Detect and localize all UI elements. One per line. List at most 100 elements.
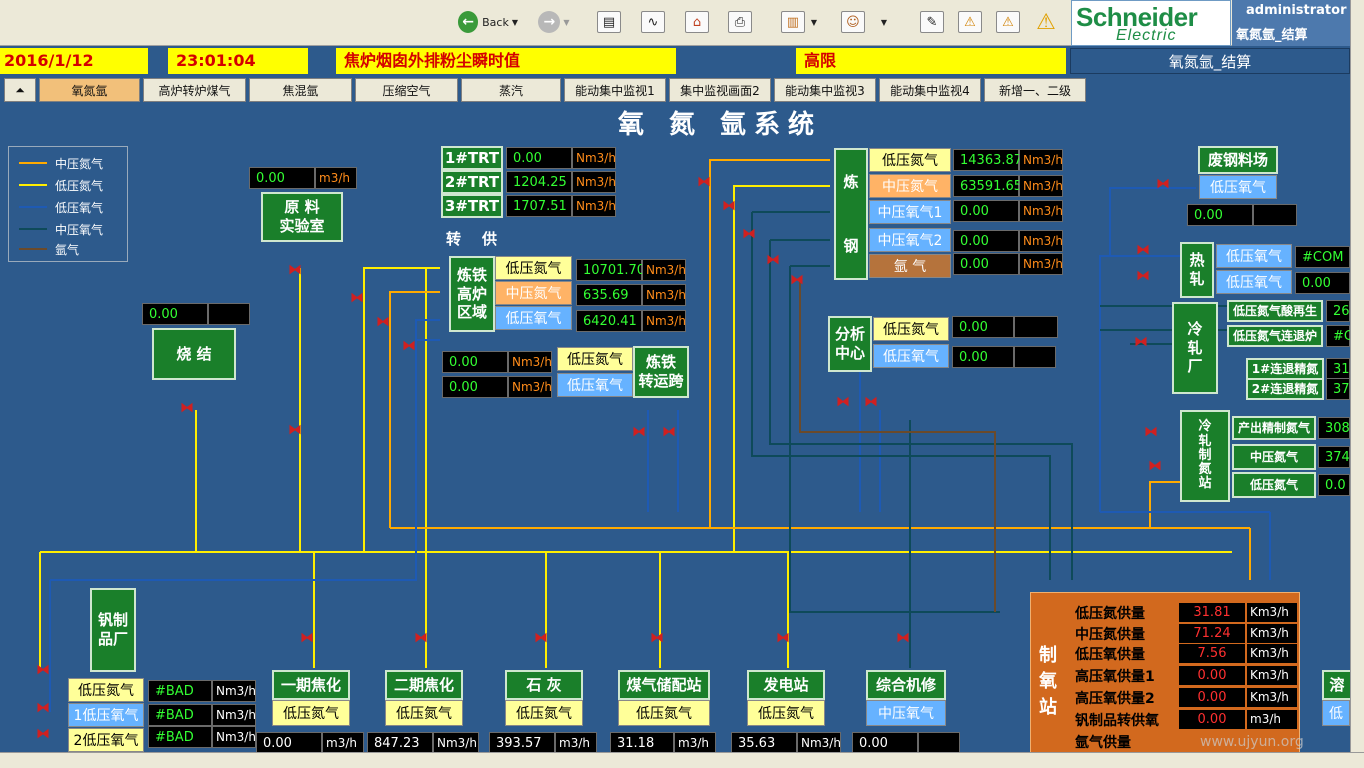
legend-swatch xyxy=(19,162,47,164)
valve-icon[interactable]: ⧓ xyxy=(742,226,756,242)
trt-2-box[interactable]: 2#TRT xyxy=(441,170,503,194)
valve-icon[interactable]: ⧓ xyxy=(534,630,548,646)
pipe-mn2-main xyxy=(389,159,1251,580)
valve-icon[interactable]: ⧓ xyxy=(350,290,364,306)
valve-icon[interactable]: ⧓ xyxy=(766,252,780,268)
hot-rolling-box[interactable]: 热轧 xyxy=(1180,242,1214,298)
steel-mn2-label: 中压氮气 xyxy=(869,174,951,198)
pipe-mo2-main xyxy=(751,211,1240,668)
valve-icon[interactable]: ⧓ xyxy=(776,630,790,646)
gas-storage-box[interactable]: 煤气储配站 xyxy=(618,670,710,700)
blast-furnace-box[interactable]: 炼铁高炉区域 xyxy=(449,256,495,332)
transfer-lo2-label: 低压氧气 xyxy=(557,373,633,397)
home-button[interactable]: ⌂ xyxy=(685,8,709,36)
blast-lo2-unit: Nm3/h xyxy=(642,310,686,332)
tab-monitor-1[interactable]: 能动集中监视1 xyxy=(564,78,666,102)
tab-steam[interactable]: 蒸汽 xyxy=(461,78,561,102)
vertical-scrollbar[interactable] xyxy=(1350,0,1364,752)
tab-monitor-3[interactable]: 能动集中监视3 xyxy=(774,78,876,102)
lab-unit-box[interactable]: 原 料实验室 xyxy=(261,192,343,242)
notes-button[interactable]: ✎ xyxy=(920,8,944,36)
alarm-button[interactable]: ⚠ xyxy=(958,8,982,36)
valve-icon[interactable]: ⧓ xyxy=(722,198,736,214)
legend-item: 低压氧气 xyxy=(19,197,103,217)
back-button[interactable]: ← Back ▼ xyxy=(458,8,518,36)
view-button[interactable]: ▥ ▼ xyxy=(771,8,827,36)
valve-icon[interactable]: ⧓ xyxy=(1136,268,1150,284)
alarm-summary-button[interactable]: ⚠ xyxy=(1034,8,1058,36)
valve-icon[interactable]: ⧓ xyxy=(1134,334,1148,350)
coking-phase1-unit: m3/h xyxy=(322,732,364,754)
sinter-unit-box[interactable]: 烧 结 xyxy=(152,328,236,380)
tab-monitor-4[interactable]: 能动集中监视4 xyxy=(879,78,981,102)
tab-monitor-2[interactable]: 集中监视画面2 xyxy=(669,78,771,102)
analysis-center-box[interactable]: 分析中心 xyxy=(828,316,872,372)
valve-icon[interactable]: ⧓ xyxy=(376,314,390,330)
tab-bf-converter-gas[interactable]: 高炉转炉煤气 xyxy=(143,78,246,102)
right-edge-box[interactable]: 溶 xyxy=(1322,670,1352,700)
status-date: 2016/1/12 xyxy=(0,48,148,74)
valve-icon[interactable]: ⧓ xyxy=(180,400,194,416)
valve-icon[interactable]: ⧓ xyxy=(402,338,416,354)
print-button[interactable]: ⎙ xyxy=(728,8,752,36)
vanadium-lo2-1-unit: Nm3/h xyxy=(212,704,256,726)
tab-new-level[interactable]: 新增一、二级 xyxy=(984,78,1086,102)
cold-rolling-box[interactable]: 冷轧厂 xyxy=(1172,302,1218,394)
power-station-gas: 低压氮气 xyxy=(747,700,825,726)
power-station-box[interactable]: 发电站 xyxy=(747,670,825,700)
transfer-v2: 0.00 xyxy=(442,376,508,398)
lime-box[interactable]: 石 灰 xyxy=(505,670,583,700)
user-panel: administrator 氧氮氩_结算 xyxy=(1232,0,1350,46)
station-row-value: 31.81 xyxy=(1179,603,1245,622)
tab-mixed-gas[interactable]: 焦混氩 xyxy=(249,78,352,102)
valve-icon[interactable]: ⧓ xyxy=(1156,176,1170,192)
coking-phase1-box[interactable]: 一期焦化 xyxy=(272,670,350,700)
alarm-ack-button[interactable]: ⚠ xyxy=(996,8,1020,36)
valve-icon[interactable]: ⧓ xyxy=(1148,458,1162,474)
iron-transfer-box[interactable]: 炼铁转运跨 xyxy=(633,346,689,398)
collapse-button[interactable]: ⏶ xyxy=(4,78,36,102)
station-row-unit: m3/h xyxy=(1247,710,1297,729)
steel-mo2-1-value: 0.00 xyxy=(953,200,1019,222)
valve-icon[interactable]: ⧓ xyxy=(650,630,664,646)
valve-icon[interactable]: ⧓ xyxy=(288,422,302,438)
page-name: 氧氮氩_结算 xyxy=(1236,28,1308,43)
blast-lo2-label: 低压氧气 xyxy=(495,306,572,330)
gas-storage-gas: 低压氮气 xyxy=(618,700,710,726)
tab-compressed-air[interactable]: 压缩空气 xyxy=(355,78,458,102)
vanadium-lo2-2-value: #BAD xyxy=(148,726,212,748)
valve-icon[interactable]: ⧓ xyxy=(662,424,676,440)
forward-button[interactable]: → ▼ xyxy=(533,8,575,36)
valve-icon[interactable]: ⧓ xyxy=(300,630,314,646)
valve-icon[interactable]: ⧓ xyxy=(864,394,878,410)
trend-button[interactable]: ∿ xyxy=(641,8,665,36)
alarm-text: 焦炉烟囱外排粉尘瞬时值 xyxy=(336,48,676,74)
printer-icon: ⎙ xyxy=(728,11,752,33)
trt-1-box[interactable]: 1#TRT xyxy=(441,146,503,170)
maintenance-gas: 中压氧气 xyxy=(866,700,946,726)
scrap-yard-box[interactable]: 废钢料场 xyxy=(1198,146,1278,174)
valve-icon[interactable]: ⧓ xyxy=(1136,242,1150,258)
maintenance-box[interactable]: 综合机修 xyxy=(866,670,946,700)
station-row-label: 高压氧供量2 xyxy=(1075,691,1155,707)
coking-phase2-box[interactable]: 二期焦化 xyxy=(385,670,463,700)
valve-icon[interactable]: ⧓ xyxy=(36,700,50,716)
valve-icon[interactable]: ⧓ xyxy=(36,662,50,678)
valve-icon[interactable]: ⧓ xyxy=(790,272,804,288)
report-button[interactable]: ▤ xyxy=(597,8,621,36)
tab-oxygen-nitrogen-argon[interactable]: 氧氮氩 xyxy=(39,78,140,102)
users-button[interactable]: ☺ ▼ xyxy=(831,8,897,36)
valve-icon[interactable]: ⧓ xyxy=(36,726,50,742)
valve-icon[interactable]: ⧓ xyxy=(896,630,910,646)
steelmaking-box[interactable]: 炼钢 xyxy=(834,148,868,280)
valve-icon[interactable]: ⧓ xyxy=(836,394,850,410)
valve-icon[interactable]: ⧓ xyxy=(1144,424,1158,440)
valve-icon[interactable]: ⧓ xyxy=(697,174,711,190)
valve-icon[interactable]: ⧓ xyxy=(632,424,646,440)
valve-icon[interactable]: ⧓ xyxy=(288,262,302,278)
vanadium-plant-box[interactable]: 钒制品厂 xyxy=(90,588,136,672)
valve-icon[interactable]: ⧓ xyxy=(414,630,428,646)
cold-n2-station-box[interactable]: 冷轧制氮站 xyxy=(1180,410,1230,502)
trt-3-box[interactable]: 3#TRT xyxy=(441,194,503,218)
horizontal-scrollbar[interactable] xyxy=(0,752,1364,768)
